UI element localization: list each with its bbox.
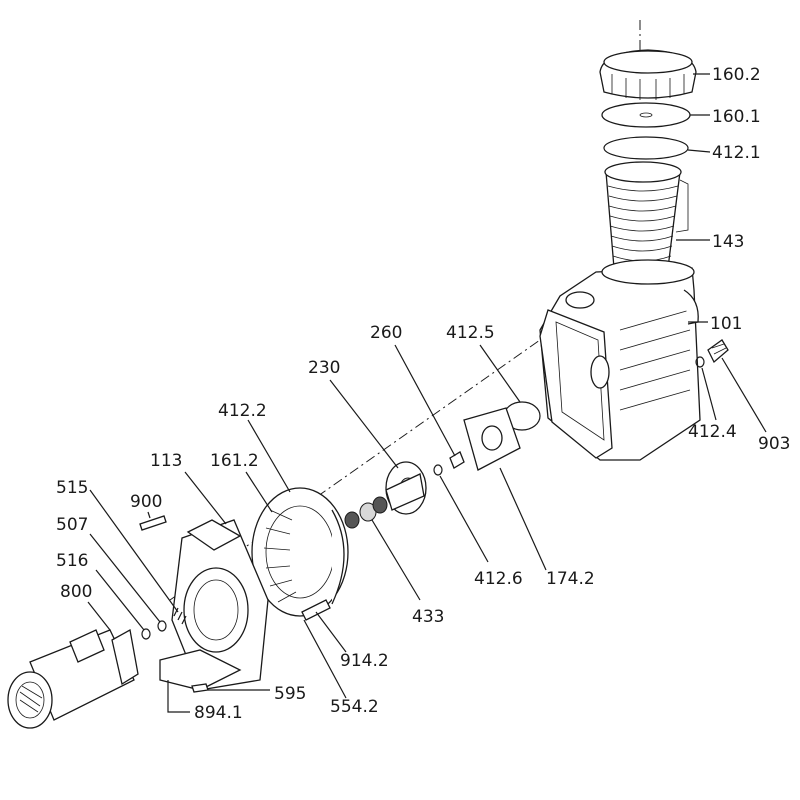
label-903: 903 [758, 434, 790, 454]
label-507: 507 [56, 515, 88, 535]
part-impeller-screw [449, 451, 465, 469]
label-101: 101 [710, 314, 742, 334]
part-shaft-spring [173, 607, 187, 625]
label-412-1: 412.1 [712, 143, 761, 163]
label-900: 900 [130, 492, 162, 512]
label-433: 433 [412, 607, 444, 627]
part-intermediate-flange [171, 519, 269, 691]
part-motor-foot [159, 649, 242, 693]
part-seal-plate [251, 487, 349, 617]
part-impeller [385, 461, 427, 515]
label-230: 230 [308, 358, 340, 378]
leader-lines [87, 73, 767, 713]
label-161-2: 161.2 [210, 451, 259, 471]
label-160-1: 160.1 [712, 107, 761, 127]
part-mechanical-seal [344, 496, 388, 529]
label-160-2: 160.2 [712, 65, 761, 85]
part-flange-screw [139, 515, 167, 531]
part-shaft-washer [141, 628, 151, 640]
label-914-2: 914.2 [340, 651, 389, 671]
part-drain-oring [695, 356, 705, 368]
part-shaft-ring [157, 620, 167, 632]
part-motor [7, 628, 139, 729]
part-pump-housing [539, 259, 701, 461]
label-595: 595 [274, 684, 306, 704]
part-impeller-oring [433, 464, 443, 476]
label-113: 113 [150, 451, 182, 471]
label-412-6: 412.6 [474, 569, 523, 589]
label-515: 515 [56, 478, 88, 498]
label-412-2: 412.2 [218, 401, 267, 421]
label-412-5: 412.5 [446, 323, 495, 343]
part-diffuser [463, 407, 521, 471]
label-412-4: 412.4 [688, 422, 737, 442]
part-lid-oring [603, 136, 689, 160]
part-lid-ring [599, 49, 697, 100]
label-554-2: 554.2 [330, 697, 379, 717]
label-516: 516 [56, 551, 88, 571]
part-lid [601, 102, 691, 128]
part-strainer-basket [604, 161, 689, 276]
part-drain-plug [707, 339, 729, 364]
label-260: 260 [370, 323, 402, 343]
label-143: 143 [712, 232, 744, 252]
part-seal-plate-screw [301, 599, 331, 621]
label-800: 800 [60, 582, 92, 602]
label-894-1: 894.1 [194, 703, 243, 723]
label-174-2: 174.2 [546, 569, 595, 589]
